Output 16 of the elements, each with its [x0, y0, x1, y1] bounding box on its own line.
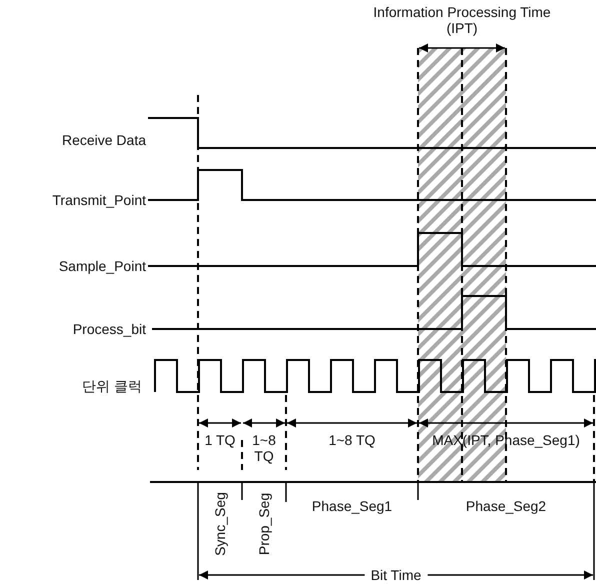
dimension-label: 1~8 TQ — [328, 432, 376, 448]
segment-label: Phase_Seg1 — [312, 498, 392, 514]
signal-name: Receive Data — [62, 132, 146, 148]
signal-name: Sample_Point — [58, 258, 146, 274]
signal-name: Process_bit — [72, 321, 146, 337]
dimension-label: 1 TQ — [204, 432, 236, 448]
segment-label: Prop_Seg — [256, 492, 272, 556]
axis-note: (IPT) — [446, 20, 478, 36]
dimension-label: Bit Time — [364, 567, 428, 583]
signal-name: 단위 클럭 — [82, 378, 142, 394]
signal-name: Transmit_Point — [52, 192, 146, 208]
segment-label: Sync_Seg — [212, 492, 228, 556]
dimension-label: MAX(IPT, Phase_Seg1) — [432, 432, 580, 448]
axis-note: Information Processing Time — [373, 4, 551, 20]
segment-label: Phase_Seg2 — [466, 498, 546, 514]
dimension-label: 1~8 TQ — [251, 432, 277, 464]
